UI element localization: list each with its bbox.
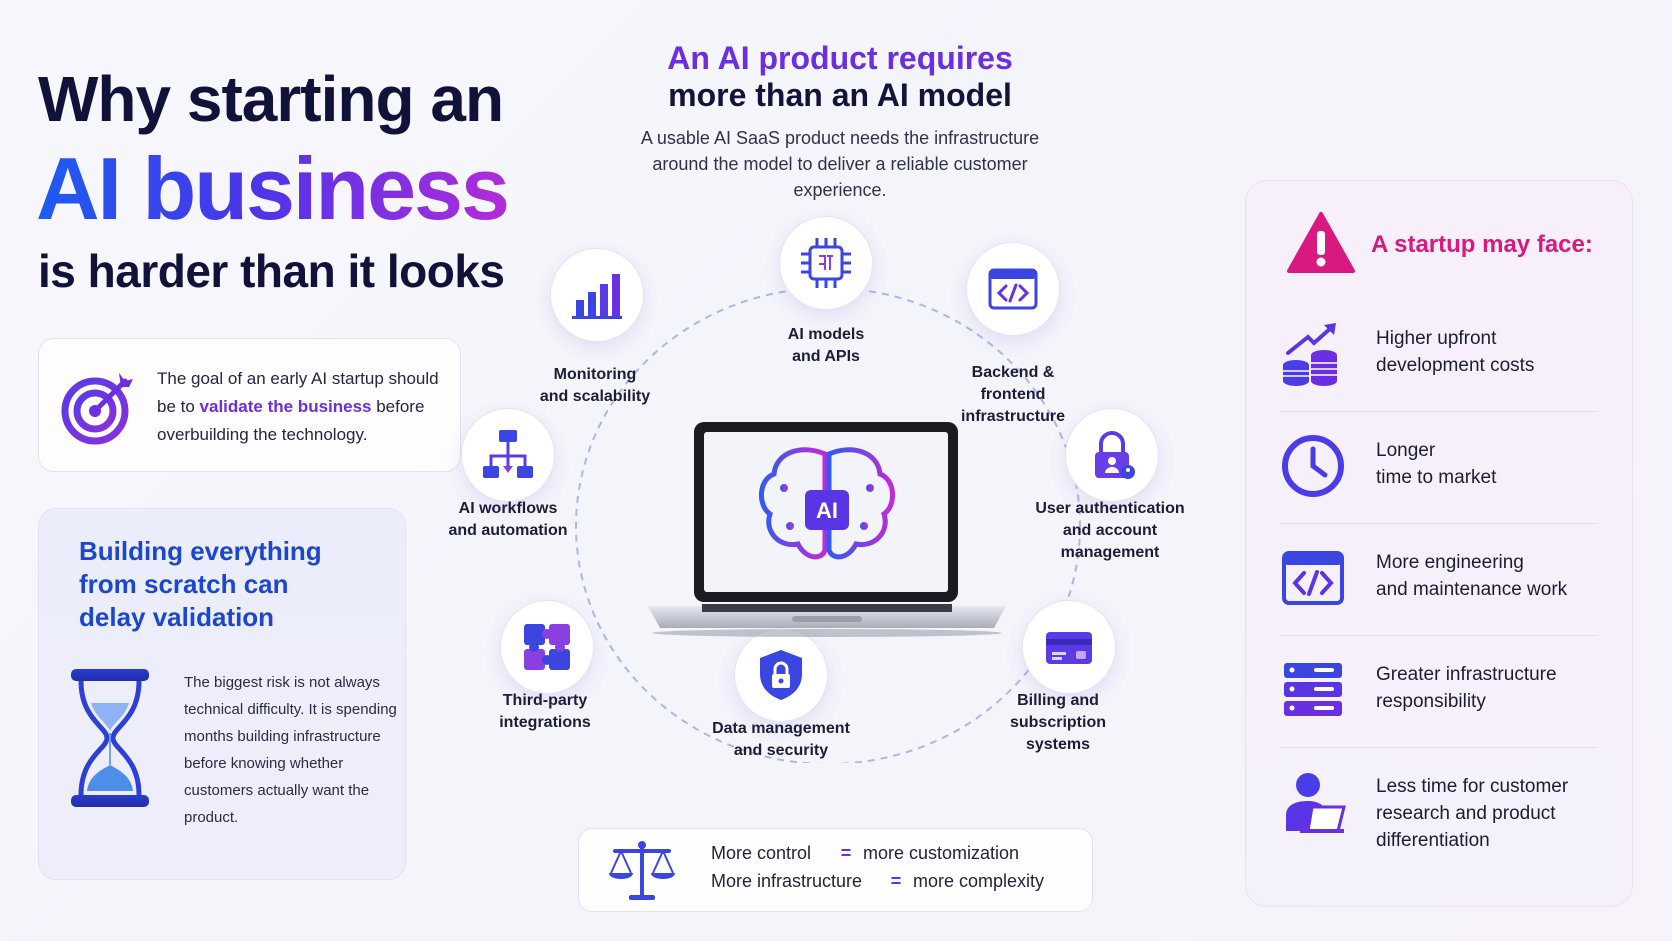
goal-highlight: validate the business xyxy=(199,397,372,416)
ring-dashed-path xyxy=(575,287,1081,763)
code-window-icon xyxy=(966,242,1060,336)
person-laptop-icon xyxy=(1280,769,1346,835)
coins-growth-icon xyxy=(1280,321,1346,387)
hourglass-icon xyxy=(69,667,151,809)
balance-card: More control = more customization More i… xyxy=(578,828,1093,912)
warning-icon xyxy=(1286,211,1356,275)
center-title-line-1: An AI product requires xyxy=(667,40,1013,76)
balance-row-control: More control = more customization xyxy=(711,843,1020,863)
goal-card: The goal of an early AI startup should b… xyxy=(38,338,461,472)
hero-title-line-1: Why starting an xyxy=(38,63,504,135)
hero-title-line-2: AI business xyxy=(36,139,510,238)
puzzle-icon xyxy=(500,600,594,694)
building-title: Building everything from scratch can del… xyxy=(79,536,322,632)
goal-text: The goal of an early AI startup should b… xyxy=(157,369,439,444)
user-lock-icon xyxy=(1065,408,1159,502)
center-subtitle: A usable AI SaaS product needs the infra… xyxy=(640,128,1040,200)
risk-separator xyxy=(1280,411,1598,412)
code-window-icon xyxy=(1280,545,1346,611)
laptop-ai-badge: AI xyxy=(816,498,838,523)
workflow-icon xyxy=(461,408,555,502)
shield-lock-icon xyxy=(734,628,828,722)
center-title-line-2: more than an AI model xyxy=(668,77,1012,113)
server-stack-icon xyxy=(1280,657,1346,723)
bar-chart-icon xyxy=(550,248,644,342)
hero-title-line-3: is harder than it looks xyxy=(38,245,505,297)
target-icon xyxy=(59,367,139,447)
risk-separator xyxy=(1280,635,1598,636)
building-card: Building everything from scratch can del… xyxy=(38,508,406,880)
credit-card-icon xyxy=(1022,600,1116,694)
risk-separator xyxy=(1280,523,1598,524)
risk-title: A startup may face: xyxy=(1371,231,1593,258)
scale-icon xyxy=(607,837,677,903)
laptop-ai-brain-illustration: AI xyxy=(642,418,1012,650)
clock-icon xyxy=(1280,433,1346,499)
risk-separator xyxy=(1280,747,1598,748)
building-body: The biggest risk is not always technical… xyxy=(184,674,397,826)
balance-row-infrastructure: More infrastructure = more complexity xyxy=(711,871,1045,891)
ai-chip-icon xyxy=(779,216,873,310)
